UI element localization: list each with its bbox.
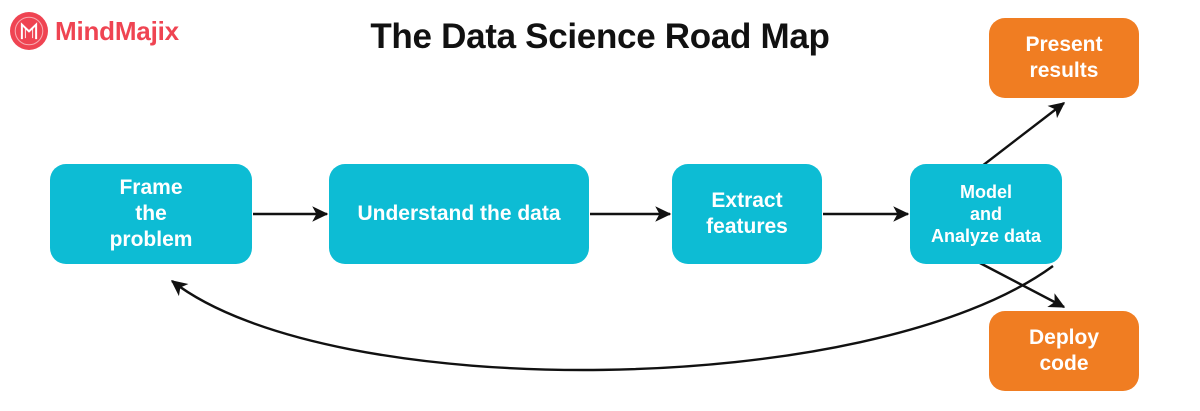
node-understand-the-data[interactable]: Understand the data: [329, 164, 589, 264]
node-present-results[interactable]: Present results: [989, 18, 1139, 98]
node-model-and-analyze-data[interactable]: Model and Analyze data: [910, 164, 1062, 264]
edge-model-to-frame-feedback: [170, 265, 1054, 372]
node-frame-the-problem[interactable]: Frame the problem: [50, 164, 252, 264]
node-deploy-code[interactable]: Deploy code: [989, 311, 1139, 391]
edge-model-to-deploy: [977, 260, 1066, 309]
brand-name: MindMajix: [55, 16, 179, 46]
node-extract-features[interactable]: Extract features: [672, 164, 822, 264]
brand-logo: MindMajix: [10, 12, 179, 50]
edge-model-to-present: [972, 102, 1066, 174]
page-title: The Data Science Road Map: [370, 17, 830, 56]
mindmajix-m-monogram-icon: [10, 12, 48, 50]
